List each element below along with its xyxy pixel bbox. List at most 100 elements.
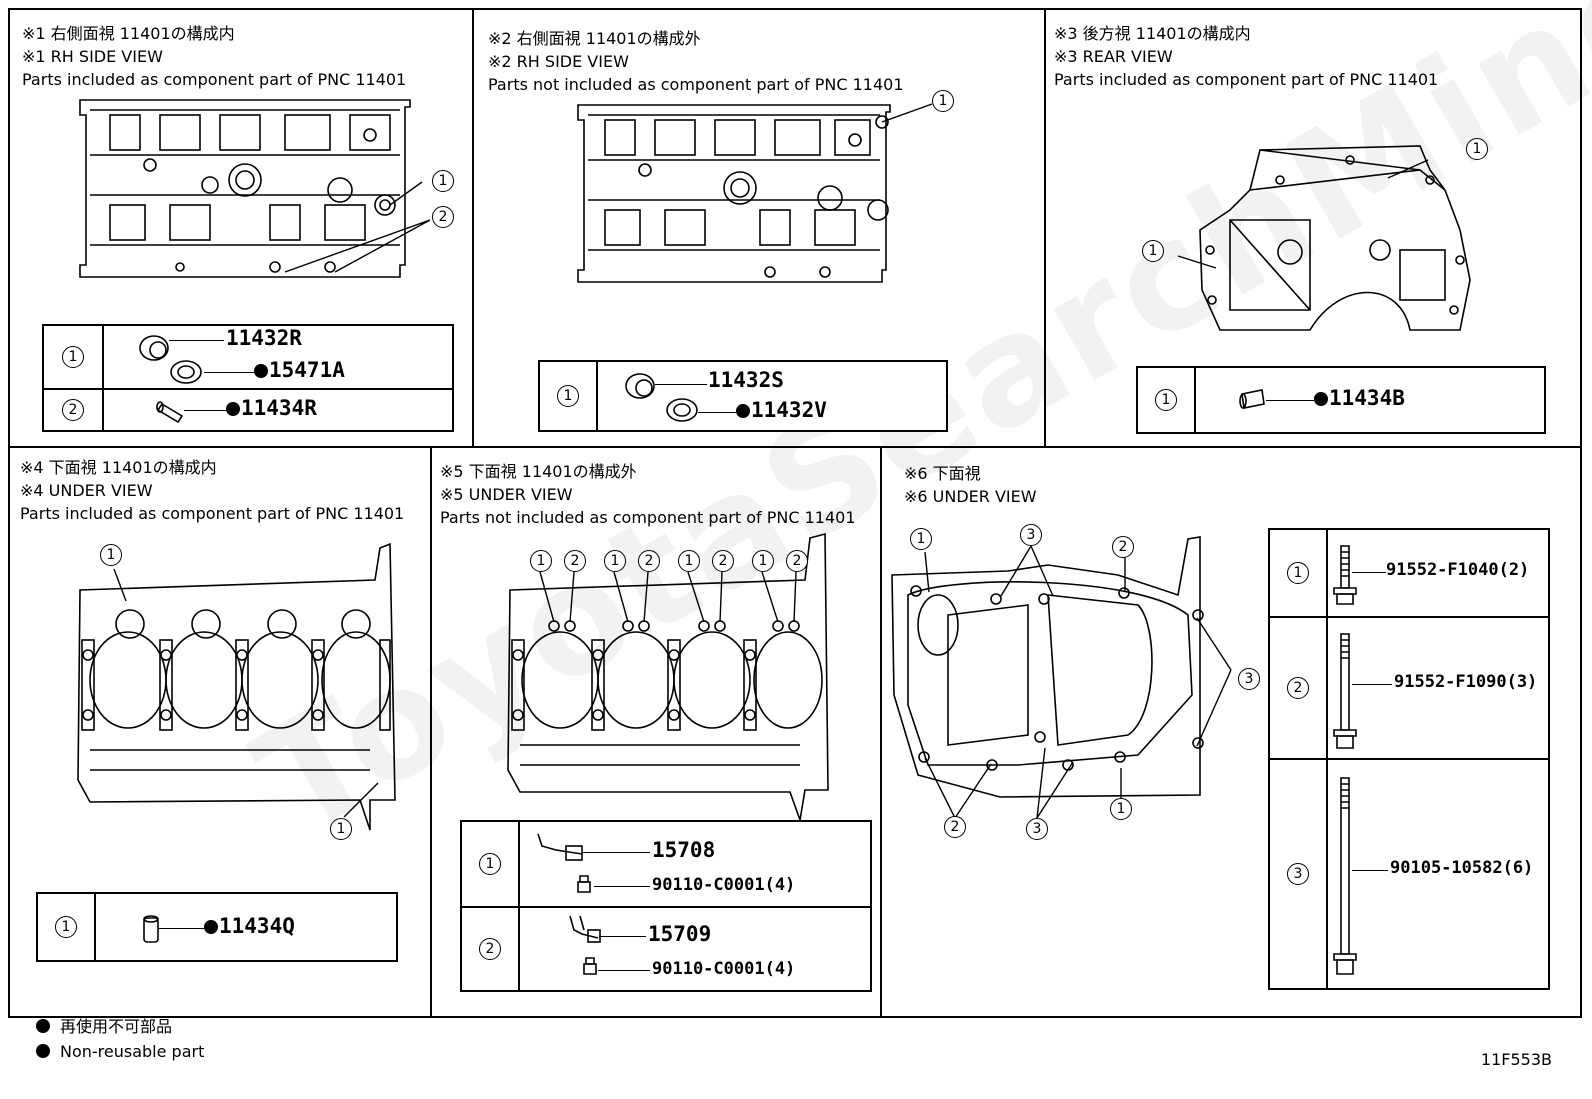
panel-2-heading-jp: ※2 右側面視 11401の構成外: [488, 29, 701, 48]
part-number: 11432S: [708, 368, 784, 392]
panel-1-leaders: [284, 181, 431, 273]
divider: [472, 8, 474, 446]
callout-2: 2: [432, 206, 454, 228]
collar-icon: [625, 373, 698, 422]
callout-2: 2: [786, 550, 808, 572]
callout-1: 1: [530, 550, 552, 572]
panel-6-heading-jp: ※6 下面視: [904, 464, 981, 483]
parts-row: 2 91552-F1090(3): [1270, 618, 1548, 760]
parts-row: 1 11434B: [1138, 368, 1544, 432]
parts-row-index: 1: [540, 362, 598, 430]
panel-6-heading-en: ※6 UNDER VIEW: [904, 487, 1037, 506]
panel-3-heading-en: ※3 REAR VIEW: [1054, 47, 1173, 66]
parts-row: 1 15708 90110-C0001(4): [462, 822, 870, 908]
part-number: 91552-F1090(3): [1394, 672, 1538, 692]
panel-2-parts-table: 1 11432S 11432V: [538, 360, 948, 432]
parts-row-index: 1: [1270, 530, 1328, 616]
part-number: 91552-F1040(2): [1386, 560, 1530, 580]
panel-1-note: Parts included as component part of PNC …: [22, 70, 407, 89]
callout-2: 2: [564, 550, 586, 572]
part-number: 11434R: [226, 396, 317, 420]
callout-1: 1: [100, 544, 122, 566]
dowel-pin-icon: [143, 915, 159, 943]
panel-5-note: Parts not included as component part of …: [440, 508, 856, 527]
part-number: 11434Q: [204, 914, 295, 938]
callout-3: 3: [1026, 818, 1048, 840]
callout-3: 3: [1238, 668, 1260, 690]
callout-2: 2: [638, 550, 660, 572]
part-number: 90105-10582(6): [1390, 858, 1534, 878]
divider: [8, 446, 1582, 448]
non-reusable-dot-icon: [36, 1019, 50, 1033]
bolt-icon: [1333, 633, 1357, 749]
panel-4-heading-jp: ※4 下面視 11401の構成内: [20, 458, 217, 477]
oil-jet-icon: [537, 833, 591, 893]
callout-3: 3: [1020, 524, 1042, 546]
parts-row: 1 91552-F1040(2): [1270, 530, 1548, 618]
callout-1: 1: [330, 818, 352, 840]
panel-1-heading-jp: ※1 右側面視 11401の構成内: [22, 24, 235, 43]
legend-item: 再使用不可部品: [36, 1014, 204, 1039]
collar-icon: [139, 335, 202, 384]
part-number: 11432V: [736, 398, 827, 422]
panel-3-heading-jp: ※3 後方視 11401の構成内: [1054, 24, 1251, 43]
part-number: 15471A: [254, 358, 345, 382]
parts-row-index: 3: [1270, 760, 1328, 988]
parts-row-index: 1: [1138, 368, 1196, 432]
parts-row-index: 2: [44, 390, 104, 430]
panel-2-heading-en: ※2 RH SIDE VIEW: [488, 52, 629, 71]
oil-jet-icon: [569, 915, 601, 975]
callout-2: 2: [712, 550, 734, 572]
parts-row: 1 11434Q: [38, 894, 396, 960]
panel-2-leader: [881, 103, 933, 123]
panel-5-heading-en: ※5 UNDER VIEW: [440, 485, 573, 504]
callout-2: 2: [1112, 536, 1134, 558]
callout-2: 2: [944, 816, 966, 838]
callout-1: 1: [678, 550, 700, 572]
figure-code: 11F553B: [1480, 1050, 1552, 1069]
callout-1: 1: [432, 170, 454, 192]
panel-2-engine-block-rh-side: [577, 104, 891, 283]
part-number: 11434B: [1314, 386, 1405, 410]
panel-5-header: ※5 下面視 11401の構成外 ※5 UNDER VIEW Parts not…: [440, 460, 856, 529]
divider: [1044, 8, 1046, 446]
parts-row-index: 2: [1270, 618, 1328, 758]
parts-row: 1 11432S 11432V: [540, 362, 946, 430]
panel-4-heading-en: ※4 UNDER VIEW: [20, 481, 153, 500]
non-reusable-dot-icon: [736, 404, 750, 418]
panel-4-leaders: [113, 568, 379, 818]
panel-1-engine-block-rh-side: [79, 99, 411, 278]
part-number: 90110-C0001(4): [652, 875, 796, 895]
panel-3-parts-table: 1 11434B: [1136, 366, 1546, 434]
callout-1: 1: [910, 528, 932, 550]
dowel-pin-icon: [1239, 389, 1265, 409]
part-number: 11432R: [226, 326, 302, 350]
panel-4-cylinder-block-under: [77, 542, 396, 831]
panel-6-oil-pan-under: [891, 536, 1204, 798]
dowel-pin-icon: [156, 401, 184, 424]
parts-row: 2 15709 90110-C0001(4): [462, 908, 870, 990]
panel-3-engine-block-rear: [1199, 145, 1471, 331]
panel-1-parts-table: 1 11432R 15471A 2 11434R: [42, 324, 454, 432]
part-number: 90110-C0001(4): [652, 959, 796, 979]
panel-4-parts-table: 1 11434Q: [36, 892, 398, 962]
panel-5-leaders: [539, 571, 797, 623]
parts-row-index: 1: [38, 894, 96, 960]
parts-row: 2 11434R: [44, 390, 452, 430]
panel-2-note: Parts not included as component part of …: [488, 75, 904, 94]
panel-1-heading-en: ※1 RH SIDE VIEW: [22, 47, 163, 66]
parts-row-index: 1: [462, 822, 520, 906]
non-reusable-dot-icon: [36, 1044, 50, 1058]
bolt-icon: [1333, 777, 1357, 975]
callout-1: 1: [932, 90, 954, 112]
panel-6-parts-table: 1 91552-F1040(2) 2 91552-F1090(3) 3 9010…: [1268, 528, 1550, 990]
panel-5-parts-table: 1 15708 90110-C0001(4) 2 15709 90110-C00…: [460, 820, 872, 992]
parts-row-index: 2: [462, 908, 520, 990]
panel-6-leaders: [924, 545, 1232, 819]
panel-4-note: Parts included as component part of PNC …: [20, 504, 405, 523]
part-number: 15708: [652, 838, 716, 862]
panel-3-note: Parts included as component part of PNC …: [1054, 70, 1439, 89]
non-reusable-dot-icon: [1314, 392, 1328, 406]
non-reusable-dot-icon: [254, 364, 268, 378]
panel-4-header: ※4 下面視 11401の構成内 ※4 UNDER VIEW Parts inc…: [20, 456, 404, 525]
